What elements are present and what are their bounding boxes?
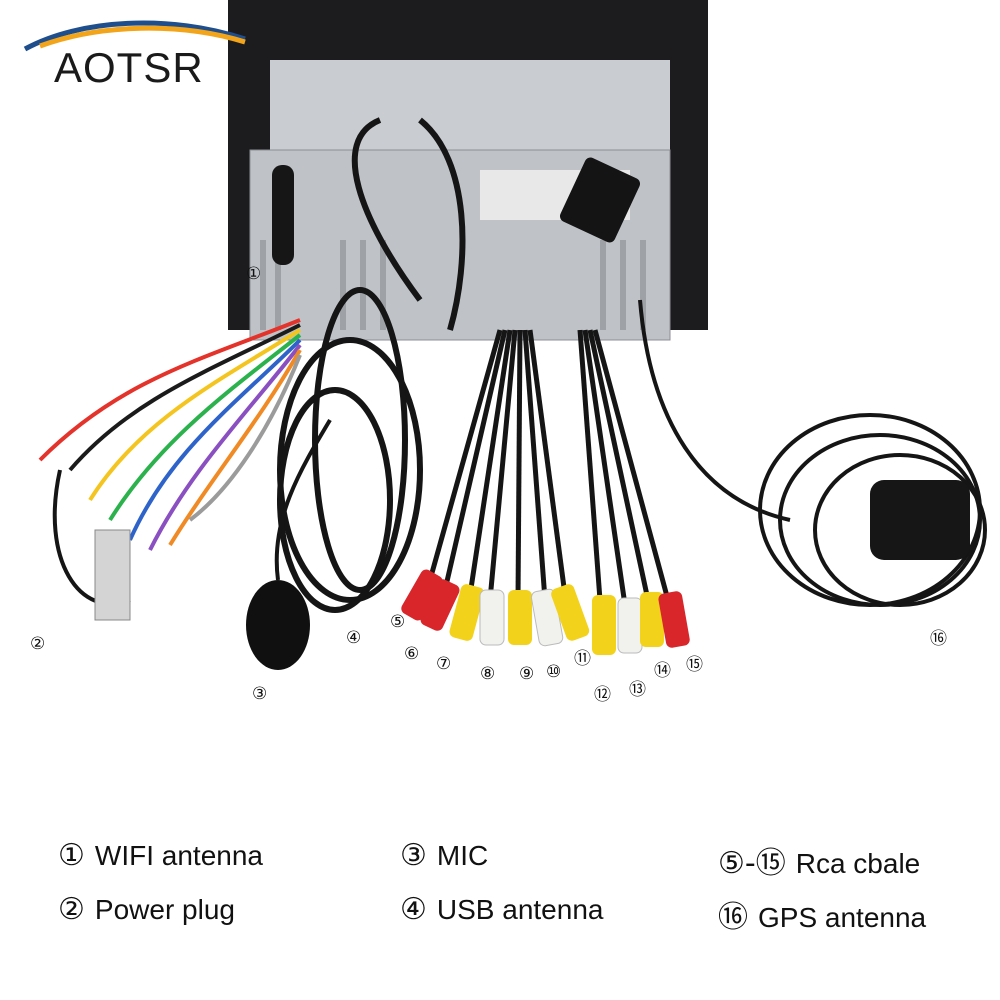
callout-8: ⑧ — [480, 664, 496, 684]
legend-label: Rca cbale — [795, 848, 921, 879]
callout-7: ⑦ — [436, 654, 452, 674]
callout-12: ⑫ — [594, 685, 611, 705]
gps-antenna — [870, 480, 970, 560]
legend-number: ② — [58, 892, 85, 927]
callout-9: ⑨ — [519, 664, 535, 684]
legend-number: ① — [58, 838, 85, 873]
legend-item-power-plug: ② Power plug — [58, 892, 235, 927]
legend-label: GPS antenna — [758, 902, 927, 933]
callout-11: ⑪ — [574, 649, 591, 669]
callout-4: ④ — [346, 628, 362, 648]
legend-label: Power plug — [94, 894, 235, 925]
legend-number: ④ — [400, 892, 427, 927]
wifi-antenna — [272, 165, 294, 265]
legend-item-usb-antenna: ④ USB antenna — [400, 892, 603, 927]
product-photo — [38, 0, 987, 670]
callout-16: ⑯ — [930, 629, 947, 649]
callout-5: ⑤ — [390, 612, 406, 632]
rca-plugs — [401, 569, 690, 655]
hdmi-connector — [559, 157, 641, 243]
legend-item-mic: ③ MIC — [400, 838, 488, 873]
callout-13: ⑬ — [629, 680, 646, 700]
legend-item-wifi: ① WIFI antenna — [58, 838, 263, 873]
legend-label: WIFI antenna — [94, 840, 263, 871]
callout-1: ① — [246, 264, 262, 284]
mic-body — [246, 580, 310, 670]
legend-label: USB antenna — [436, 894, 604, 925]
callout-3: ③ — [252, 684, 268, 704]
legend-number: ⑤-⑮ — [718, 846, 786, 881]
callout-15: ⑮ — [686, 655, 703, 675]
callout-2: ② — [30, 634, 46, 654]
legend-label: MIC — [436, 840, 489, 871]
brand-swoosh — [23, 20, 246, 52]
legend-item-gps-antenna: ⑯ GPS antenna — [718, 892, 926, 936]
power-plug — [94, 529, 131, 621]
callout-10: ⑩ — [546, 662, 562, 682]
legend-number: ⑯ — [718, 900, 748, 935]
legend-number: ③ — [400, 838, 427, 873]
legend-item-rca-cable: ⑤-⑮ Rca cbale — [718, 838, 920, 882]
callout-6: ⑥ — [404, 644, 420, 664]
callout-14: ⑭ — [654, 661, 671, 681]
brand-logo-text: AOTSR — [54, 44, 204, 91]
